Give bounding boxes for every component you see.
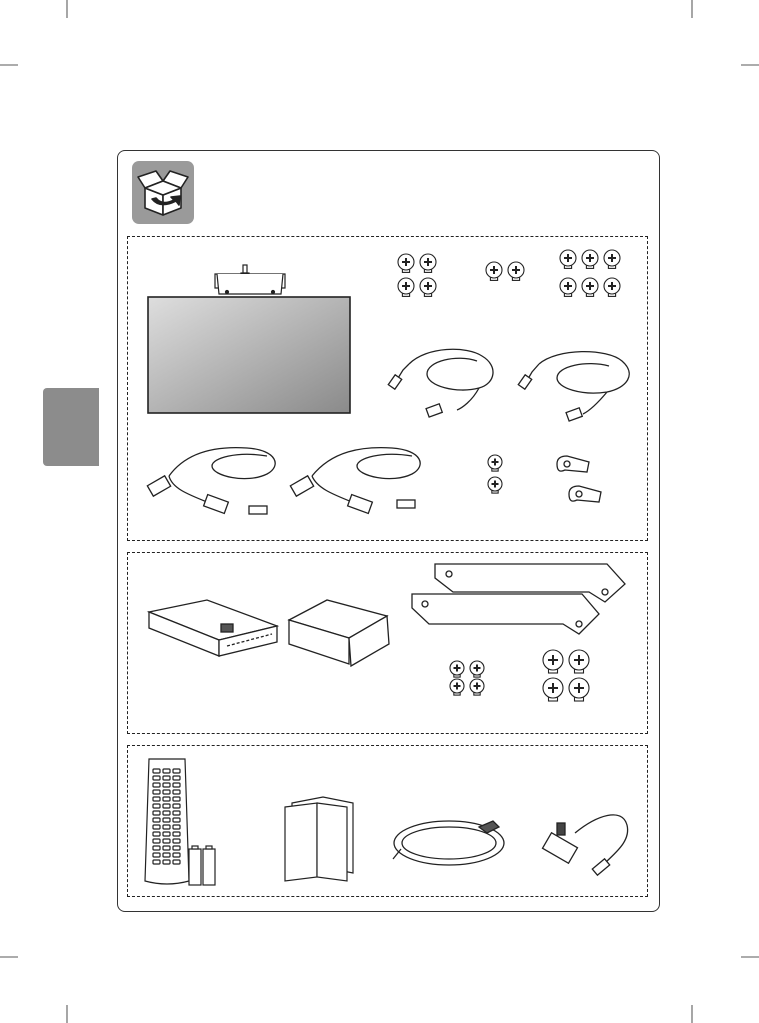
side-tab [43,388,99,466]
remote-button [173,860,180,864]
remote-button [173,783,180,787]
remote-button [173,769,180,773]
media-box [149,600,277,656]
remote-button [163,769,170,773]
remote-button [153,818,160,822]
remote-button [153,783,160,787]
remote-button [173,811,180,815]
remote-button [163,832,170,836]
remote-button [163,776,170,780]
cable-clamps [557,456,601,502]
remote-button [153,832,160,836]
remote-button [173,832,180,836]
screw-icon [560,250,576,268]
screw-icon [582,250,598,268]
remote-button [153,790,160,794]
screw-icon [543,678,563,701]
screw-groups [398,250,620,493]
lvds-cable-left [147,448,275,514]
cable-right [518,352,629,421]
screw-icon [398,278,414,296]
remote-button [153,853,160,857]
remote-button [153,825,160,829]
screw-icon [560,278,576,296]
remote-button [173,853,180,857]
remote-button [163,839,170,843]
screw-icon [486,262,502,280]
remote-button [163,790,170,794]
remote-button [173,839,180,843]
display-with-bracket [148,265,350,413]
rs232-gender [543,815,628,875]
remote-button [163,797,170,801]
screw-icon [470,679,484,695]
screw-icon [569,678,589,701]
remote-button [173,818,180,822]
remote-button [153,797,160,801]
remote-button [173,825,180,829]
remote-button [163,818,170,822]
remote-button [173,776,180,780]
screw-icon [470,661,484,677]
remote-button [153,811,160,815]
screw-icon [488,455,502,471]
section-1-illustrations [127,236,648,541]
open-box-icon-svg [132,161,194,224]
remote-button [163,846,170,850]
screw-icon [582,278,598,296]
screw-icon [450,661,464,677]
remote-button [153,804,160,808]
power-cord [393,821,504,865]
remote-button [153,846,160,850]
remote-button [163,783,170,787]
screw-icon [398,254,414,272]
remote-button [153,776,160,780]
section-2-illustrations [127,552,648,734]
remote-button [173,797,180,801]
open-box-icon [132,161,194,224]
remote-button [173,790,180,794]
screw-icon [569,650,589,673]
screw-icon [543,650,563,673]
remote-control [145,759,189,884]
screw-groups [450,650,589,701]
box-cover [289,600,389,666]
screw-icon [420,254,436,272]
screw-icon [420,278,436,296]
mounting-brackets [412,564,625,634]
remote-button [163,811,170,815]
manuals [285,797,353,881]
lvds-cable-right [290,448,420,514]
cable-left [388,349,493,417]
screw-icon [450,679,464,695]
remote-button [173,846,180,850]
remote-button [153,839,160,843]
remote-button [173,804,180,808]
remote-button [163,804,170,808]
screw-icon [488,477,502,493]
section-3-illustrations [127,745,648,897]
remote-button [153,769,160,773]
remote-button [163,853,170,857]
remote-button [153,860,160,864]
remote-button [163,825,170,829]
screw-icon [604,278,620,296]
remote-button [163,860,170,864]
screw-icon [508,262,524,280]
batteries [189,846,215,885]
screw-icon [604,250,620,268]
